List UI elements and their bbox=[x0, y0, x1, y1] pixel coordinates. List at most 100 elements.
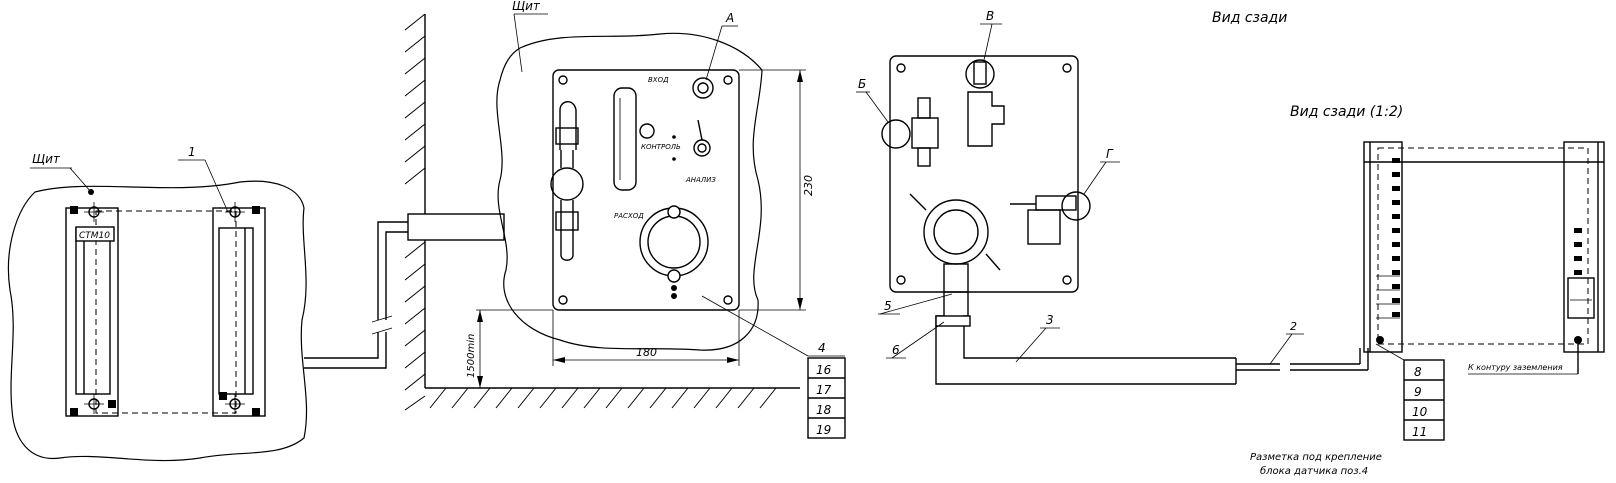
detail-circle-V bbox=[965, 59, 995, 89]
panel-hole-tr bbox=[723, 75, 733, 85]
leader-callout-4 bbox=[701, 295, 809, 357]
left-shield-view: Щит СТМ10 1 bbox=[7, 145, 308, 462]
panel-dot-1 bbox=[672, 135, 676, 139]
dim-180-arrow-right bbox=[727, 357, 739, 363]
control-lever bbox=[697, 119, 703, 141]
rear-pipe-inner bbox=[963, 292, 1236, 359]
rear-nut-left bbox=[1376, 336, 1384, 344]
rail-corner-br2 bbox=[252, 408, 260, 416]
input-connector-inner bbox=[697, 82, 709, 94]
terminal-strip-right bbox=[1567, 228, 1595, 319]
callout-stack-16-19 bbox=[807, 357, 846, 439]
rear-pipe-outer bbox=[935, 292, 1236, 385]
input-connector bbox=[692, 77, 714, 99]
cable-left-to-wall bbox=[304, 221, 408, 369]
analysis-connector-inner bbox=[697, 143, 707, 153]
device-label-plate bbox=[75, 226, 115, 242]
leader-callout-8 bbox=[1375, 343, 1405, 361]
rear-tee-V-top bbox=[973, 61, 987, 85]
rear-device-left-block bbox=[1363, 141, 1403, 353]
rear-device-dashed bbox=[1377, 147, 1589, 345]
rear-panel-plate bbox=[889, 55, 1079, 293]
rear-fitting-G-top bbox=[1035, 195, 1077, 211]
rear-nut bbox=[935, 315, 971, 327]
leader-callout-6 bbox=[891, 321, 945, 359]
left-shield-outline bbox=[7, 180, 308, 462]
rear-nut-right bbox=[1574, 336, 1582, 344]
rear-fitting-B-top bbox=[917, 97, 931, 119]
rear-filter-inner bbox=[933, 209, 979, 255]
callout-V: В bbox=[986, 9, 994, 23]
rear-hole-bl bbox=[896, 275, 906, 285]
rear-tee-V bbox=[967, 91, 1005, 147]
rear-fitting-B-bottom bbox=[917, 147, 931, 167]
callout-6: 6 bbox=[892, 343, 900, 357]
leader-shield-left bbox=[69, 167, 92, 193]
rear-view-label: Вид сзади bbox=[1212, 10, 1287, 26]
device-left-rail-inner bbox=[75, 227, 111, 395]
flow-ring-dot-2 bbox=[671, 293, 677, 299]
dim-230-arrow-top bbox=[797, 70, 803, 82]
panel-raskhod-label: РАСХОД bbox=[614, 212, 644, 220]
leader-callout-V bbox=[983, 23, 993, 61]
terminal-strip-left bbox=[1376, 158, 1400, 319]
callout-19: 19 bbox=[816, 423, 831, 437]
rear-hole-br bbox=[1062, 275, 1072, 285]
filter-fitting-top bbox=[555, 127, 579, 145]
callout-18: 18 bbox=[816, 403, 832, 417]
rear-device-view: Вид сзади Вид сзади (1:2) bbox=[1212, 10, 1605, 477]
callout-2: 2 bbox=[1290, 320, 1297, 333]
rear-panel-view: Б В Г 5 6 3 bbox=[856, 9, 1369, 385]
panel-kontrol-label: КОНТРОЛЬ bbox=[641, 143, 681, 151]
leader-callout-1 bbox=[204, 159, 229, 213]
wall bbox=[404, 13, 800, 411]
leader-callout-2 bbox=[1269, 333, 1293, 365]
dim-230: 230 bbox=[802, 175, 815, 196]
callout-A: А bbox=[725, 11, 734, 25]
callout-stack-8-11 bbox=[1403, 359, 1445, 441]
rail-corner-bl bbox=[70, 408, 78, 416]
rail-corner-tr bbox=[252, 206, 260, 214]
rail-corner-br bbox=[108, 400, 116, 408]
center-shield-view: Щит ВХОД А КОНТРОЛЬ АНАЛИЗ bbox=[466, 0, 846, 439]
panel-vkhod-label: ВХОД bbox=[648, 76, 669, 84]
filter-pipe-bottom bbox=[560, 200, 574, 261]
device-right-rail-inner bbox=[218, 227, 254, 395]
device-right-rail bbox=[212, 207, 266, 417]
rear-filter-neck bbox=[943, 263, 969, 293]
callout-G: Г bbox=[1106, 147, 1114, 161]
rail-corner-tl bbox=[70, 206, 78, 214]
rail-corner-bl2 bbox=[219, 392, 227, 400]
device-label: СТМ10 bbox=[79, 231, 110, 241]
floor-hatching bbox=[429, 387, 777, 409]
rear-filter-spur-1 bbox=[909, 193, 927, 211]
callout-3: 3 bbox=[1046, 313, 1054, 327]
leader-callout-G bbox=[1083, 161, 1107, 195]
rear-hole-tr bbox=[1062, 63, 1072, 73]
flow-ring-screw-bottom bbox=[667, 269, 681, 283]
panel-hole-bl bbox=[558, 295, 568, 305]
flow-ring-screw-top bbox=[667, 205, 681, 219]
screw-icons bbox=[84, 202, 245, 414]
callout-5: 5 bbox=[884, 299, 892, 313]
dim-1500-arrow-top bbox=[477, 310, 483, 322]
mount-note-line2: блока датчика поз.4 bbox=[1260, 465, 1368, 477]
rotameter-tube bbox=[613, 87, 637, 191]
rear-filter-spur-2 bbox=[985, 253, 1001, 271]
detail-circle-B bbox=[881, 119, 911, 149]
callout-9: 9 bbox=[1414, 385, 1422, 399]
panel-plate bbox=[552, 69, 740, 311]
indicator-lamp bbox=[639, 123, 655, 139]
panel-analiz-label: АНАЛИЗ bbox=[685, 176, 716, 184]
dim-180-arrow-left bbox=[553, 357, 565, 363]
panel-dot-2 bbox=[672, 157, 676, 161]
callout-4: 4 bbox=[818, 341, 826, 355]
callout-10: 10 bbox=[1412, 405, 1428, 419]
rear-view-scaled-label: Вид сзади (1:2) bbox=[1290, 104, 1403, 120]
leader-callout-5 bbox=[879, 293, 953, 315]
panel-hole-br bbox=[723, 295, 733, 305]
leader-callout-B bbox=[865, 91, 889, 123]
filter-body bbox=[550, 167, 584, 201]
dim-180: 180 bbox=[636, 346, 657, 359]
